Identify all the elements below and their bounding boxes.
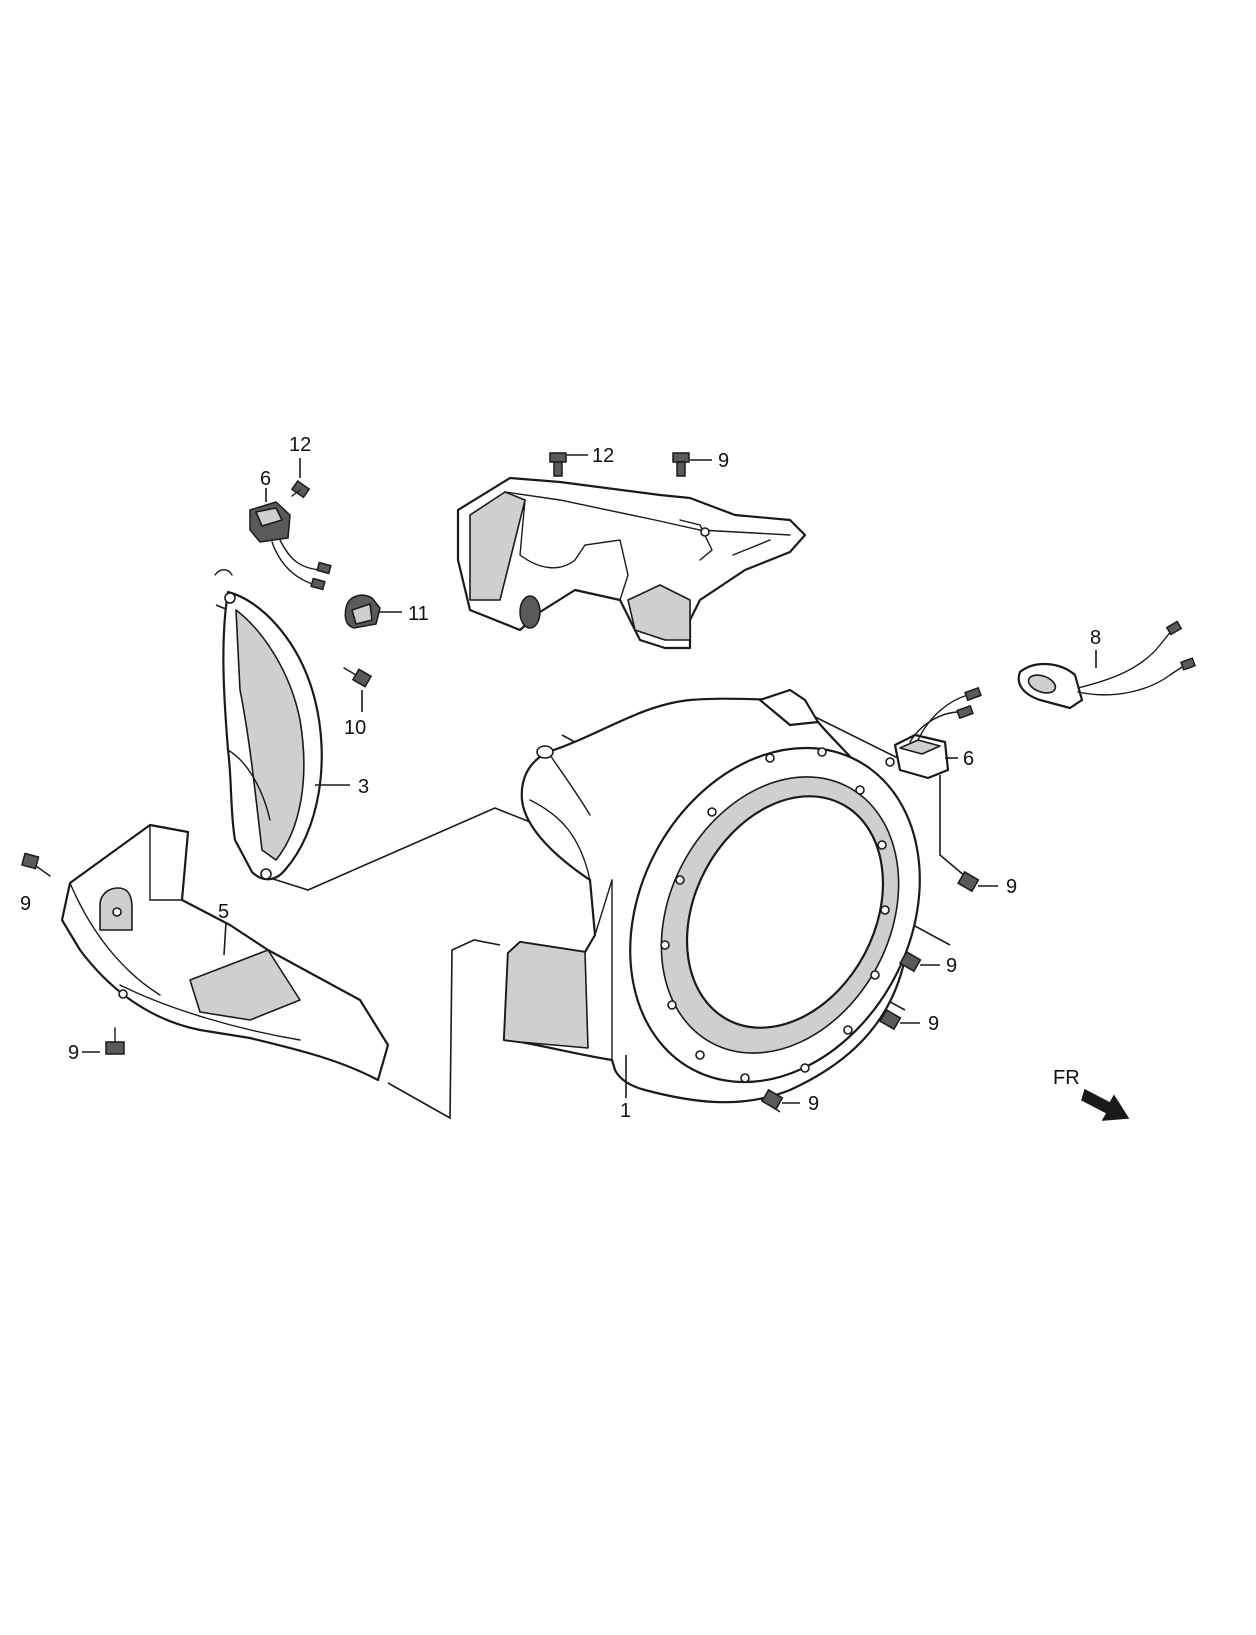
assembly-line-lower	[387, 939, 501, 1120]
callout-9-right-3: 9	[928, 1013, 939, 1035]
callout-9-bottom: 9	[808, 1093, 819, 1115]
wire-clamp	[344, 594, 381, 629]
callout-11: 11	[408, 603, 429, 625]
front-direction-arrow-icon	[1081, 1088, 1130, 1121]
assembly-line-switch	[939, 775, 973, 883]
callout-1: 1	[620, 1100, 631, 1122]
callout-9-right-2: 9	[946, 955, 957, 977]
switch-unit-left	[249, 501, 332, 591]
callout-6-right: 6	[963, 748, 974, 770]
air-guide	[214, 569, 323, 881]
callout-leaders	[82, 454, 1097, 1104]
lower-cover	[60, 823, 390, 1082]
callout-9-left-bottom: 9	[68, 1042, 79, 1064]
sensor-8	[1017, 620, 1196, 710]
direction-label: FR	[1053, 1067, 1080, 1089]
callout-5: 5	[218, 901, 229, 923]
assembly-line-shroud	[269, 807, 531, 891]
callout-12-left: 12	[289, 434, 311, 456]
callout-6-left: 6	[260, 468, 271, 490]
callout-9-right-1: 9	[1006, 876, 1017, 898]
callout-10: 10	[344, 717, 366, 739]
top-cover	[456, 476, 807, 650]
callout-3: 3	[358, 776, 369, 798]
callout-8: 8	[1090, 627, 1101, 649]
fan-cover	[502, 688, 921, 1104]
rim-bolt-holes	[660, 747, 890, 1083]
bolt-icon	[21, 452, 980, 1111]
callout-9-left-top: 9	[20, 893, 31, 915]
switch-unit-right	[885, 686, 982, 780]
callout-12-top: 12	[592, 445, 614, 467]
callout-9-top: 9	[718, 450, 729, 472]
